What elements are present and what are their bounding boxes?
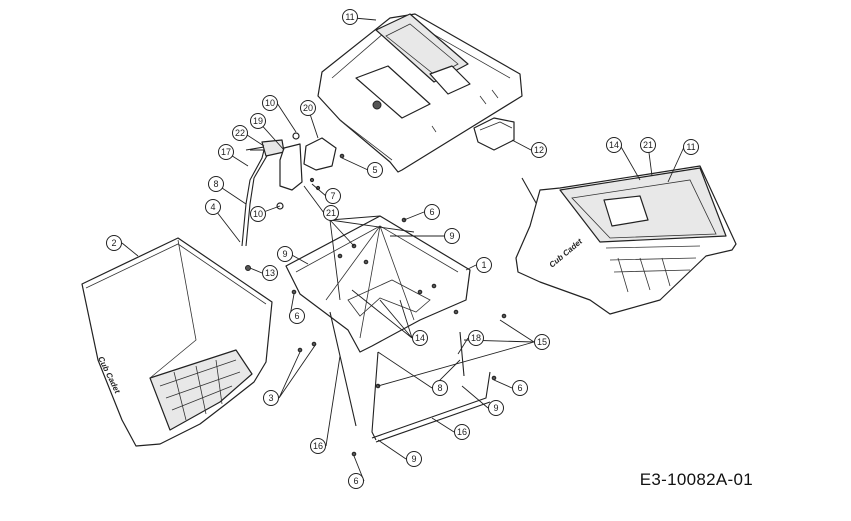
callout-15: 15 xyxy=(534,334,550,350)
callout-label: 16 xyxy=(313,441,323,451)
callout-label: 6 xyxy=(429,207,434,217)
callout-label: 1 xyxy=(481,260,486,270)
callout-label: 8 xyxy=(213,179,218,189)
callout-label: 17 xyxy=(221,147,231,157)
callout-22: 22 xyxy=(232,125,248,141)
callout-label: 21 xyxy=(643,140,653,150)
callout-label: 20 xyxy=(303,103,313,113)
callout-16-left: 16 xyxy=(310,438,326,454)
callout-label: 10 xyxy=(265,98,275,108)
callout-7: 7 xyxy=(325,188,341,204)
callout-21-center: 21 xyxy=(323,205,339,221)
callout-label: 22 xyxy=(235,128,245,138)
callout-11-top: 11 xyxy=(342,9,358,25)
callout-label: 10 xyxy=(253,209,263,219)
callout-10-upper: 10 xyxy=(262,95,278,111)
callout-2: 2 xyxy=(106,235,122,251)
callout-label: 13 xyxy=(265,268,275,278)
callout-19: 19 xyxy=(250,113,266,129)
callout-label: 19 xyxy=(253,116,263,126)
callout-label: 11 xyxy=(686,142,695,152)
callout-16-right: 16 xyxy=(454,424,470,440)
callout-8-left: 8 xyxy=(208,176,224,192)
callout-18: 18 xyxy=(468,330,484,346)
callout-12: 12 xyxy=(531,142,547,158)
callout-label: 9 xyxy=(493,403,498,413)
callout-label: 9 xyxy=(282,249,287,259)
part-grass-bag: Cub Cadet xyxy=(81,237,273,447)
callout-9-bottom: 9 xyxy=(406,451,422,467)
callout-label: 11 xyxy=(345,12,354,22)
callout-label: 15 xyxy=(537,337,547,347)
callout-11-right: 11 xyxy=(683,139,699,155)
part-top-cover xyxy=(317,13,523,173)
callout-9-lower-right: 9 xyxy=(488,400,504,416)
callout-label: 18 xyxy=(471,333,481,343)
callout-label: 8 xyxy=(437,383,442,393)
part-lower-frame xyxy=(329,311,491,443)
callout-label: 6 xyxy=(353,476,358,486)
callout-label: 9 xyxy=(411,454,416,464)
callout-4: 4 xyxy=(205,199,221,215)
callout-5: 5 xyxy=(367,162,383,178)
callout-label: 12 xyxy=(534,145,544,155)
callout-8-center: 8 xyxy=(432,380,448,396)
callout-label: 6 xyxy=(294,311,299,321)
callout-label: 21 xyxy=(326,208,336,218)
callout-6-right: 6 xyxy=(512,380,528,396)
callout-10-lower: 10 xyxy=(250,206,266,222)
callout-label: 6 xyxy=(517,383,522,393)
callout-label: 16 xyxy=(457,427,467,437)
drawing-code: E3-10082A-01 xyxy=(639,470,753,489)
callout-6-top: 6 xyxy=(424,204,440,220)
assembled-catcher: Cub Cadet xyxy=(515,165,737,315)
callout-6-bottom: 6 xyxy=(348,473,364,489)
callout-1: 1 xyxy=(476,257,492,273)
callout-label: 14 xyxy=(609,140,619,150)
callout-17: 17 xyxy=(218,144,234,160)
part-latch xyxy=(473,117,515,151)
callout-6-left: 6 xyxy=(289,308,305,324)
callout-13: 13 xyxy=(262,265,278,281)
callout-label: 9 xyxy=(449,231,454,241)
callout-20: 20 xyxy=(300,100,316,116)
callout-14-center: 14 xyxy=(412,330,428,346)
callout-9-left: 9 xyxy=(277,246,293,262)
callout-14-right: 14 xyxy=(606,137,622,153)
callout-label: 2 xyxy=(111,238,116,248)
callout-label: 14 xyxy=(415,333,425,343)
leader-lines xyxy=(121,16,685,482)
callout-21-right: 21 xyxy=(640,137,656,153)
part-upper-frame xyxy=(285,215,471,353)
callout-9-right: 9 xyxy=(444,228,460,244)
callout-3: 3 xyxy=(263,390,279,406)
callout-label: 5 xyxy=(372,165,377,175)
callout-label: 4 xyxy=(210,202,215,212)
callout-label: 3 xyxy=(268,393,273,403)
callout-label: 7 xyxy=(330,191,335,201)
